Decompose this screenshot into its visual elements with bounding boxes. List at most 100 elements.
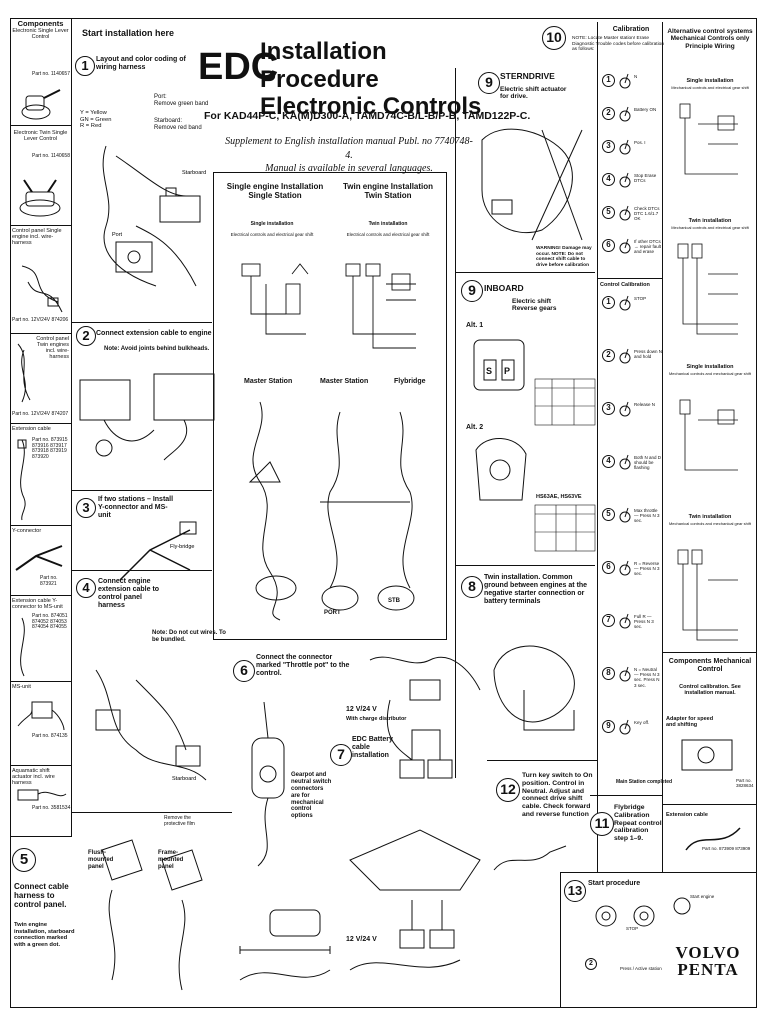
control-lever-icon	[619, 205, 631, 221]
supplement-line-1: Supplement to English installation manua…	[225, 136, 473, 161]
panel-mounting-illustration	[101, 839, 203, 991]
calibration-step-number: 7	[602, 614, 615, 627]
component-part: Part no. 873921	[40, 575, 58, 587]
component-name: MS-unit	[12, 684, 31, 690]
inboard-sub: Electric shift Reverse gears	[512, 298, 557, 313]
port-note: Port: Remove green band	[154, 94, 209, 107]
divider	[10, 836, 72, 837]
calibration-step-number: 9	[602, 720, 615, 733]
divider	[590, 795, 662, 796]
calibration-step-number: 5	[602, 508, 615, 521]
control-lever-icon	[619, 666, 631, 682]
calibration-step: 9 Key off.	[600, 718, 662, 771]
component-part: Part no. 12V/24V 874206	[12, 317, 69, 323]
sterndrive-sub: Electric shift actuator for drive.	[500, 86, 567, 101]
step-8-label: Twin installation. Common ground between…	[484, 574, 588, 606]
right-twin2-label: Twin installation	[688, 514, 732, 520]
volvo-penta-logo: VOLVO PENTA	[668, 944, 748, 978]
calibration-note: NOTE: Locate Master station! Erase Diagn…	[572, 36, 664, 53]
common-ground-illustration	[493, 645, 575, 731]
reverse-gear-alt1-illustration: S P	[473, 339, 525, 391]
component-name: Control panel Twin engines incl. wire-ha…	[36, 336, 69, 361]
component-name: Electronic Single Lever Control	[12, 27, 69, 40]
control-lever-icon	[619, 73, 631, 89]
calibration-step-number: 8	[602, 667, 615, 680]
calibration-step-text: Both N and D should be flashing	[634, 455, 662, 471]
installation-overview-box	[213, 172, 447, 640]
step-4-number: 4	[76, 578, 96, 598]
svg-text:Fly-bridge: Fly-bridge	[170, 544, 194, 550]
calibration-step-text: STOP	[634, 296, 647, 301]
control-lever-icon	[619, 507, 631, 523]
component-name: Aquamatic shift actuator incl. wire harn…	[12, 768, 55, 787]
step-12-label: Turn key switch to On position. Control …	[522, 772, 593, 819]
control-lever-icon	[619, 454, 631, 470]
calibration-step-text: R = Reverse — Press N 3 sec.	[634, 561, 660, 577]
single-sub-label: Single installation	[250, 221, 294, 227]
component-ext-cable-ms: Extension cable Y-connector to MS-unit P…	[10, 596, 71, 682]
divider	[487, 760, 597, 761]
right-single2-label: Single installation	[686, 364, 734, 370]
right-single2-sub: Mechanical controls and mechanical gear …	[668, 371, 752, 376]
remove-film-label: Remove the protective film	[164, 815, 195, 827]
station-harness-illustration	[248, 401, 415, 621]
calibration-step-number: 2	[602, 107, 615, 120]
step-4-note: Note: Do not cut wires. To be bundled.	[152, 630, 226, 643]
control-lever-icon	[619, 106, 631, 122]
step-2-label: Connect extension cable to engine	[96, 330, 212, 337]
control-lever-icon	[619, 560, 631, 576]
twin-engine-title: Twin engine Installation Twin Station	[342, 182, 434, 201]
gear-table-1	[534, 378, 596, 426]
start-procedure-illustration	[595, 897, 691, 927]
extension-cable-illustration	[20, 617, 25, 677]
component-name: Y-connector	[12, 528, 42, 534]
calibration-step-text: Key off.	[634, 720, 650, 725]
adapter-illustration	[681, 739, 733, 771]
component-part: Part no. 1140658	[32, 153, 70, 159]
step-7-label: EDC Battery cable installation	[352, 736, 393, 760]
control-lever-icon	[619, 401, 631, 417]
step-7-voltage-2: 12 V/24 V	[346, 936, 377, 943]
calibration-step: 7 Full R — Press N 3 sec.	[600, 612, 662, 665]
step-3-label: If two stations – Install Y-connector an…	[98, 496, 174, 520]
calibration-step-text: Check DTCs DTC 1.6/1.7 OK	[634, 206, 660, 222]
calibration-step: 1 STOP	[600, 294, 662, 347]
step-12-number: 12	[496, 778, 520, 802]
step-2-number: 2	[76, 326, 96, 346]
calibration-step-number: 1	[602, 296, 615, 309]
twin-sub2-label: Electrical controls and electrical gear …	[346, 232, 430, 237]
ms-unit-illustration	[17, 701, 65, 731]
step-6-label: Connect the connector marked "Throttle p…	[256, 654, 350, 678]
battery-cable-illustration	[369, 656, 481, 779]
calibration-step-text: Max throttle — Press N 3 sec.	[634, 508, 660, 524]
svg-text:P: P	[504, 366, 510, 376]
divider	[72, 570, 212, 571]
twin-lever-illustration	[19, 179, 61, 217]
start-procedure-label: Start procedure	[588, 880, 641, 887]
step-1-label: Layout and color coding of wiring harnes…	[96, 56, 186, 72]
wire-harness-illustration	[21, 265, 63, 313]
calibration-step-text: Full R — Press N 3 sec.	[634, 614, 654, 630]
divider	[72, 322, 212, 323]
start-engine-label: Start engine	[690, 894, 715, 899]
panel-dimension-illustration	[239, 909, 331, 981]
step-5-label: Connect cable harness to control panel.	[14, 882, 69, 910]
frame-mounted-label: Frame-mounted panel	[158, 850, 184, 870]
step-6-note: Gearpot and neutral switch connectors ar…	[291, 772, 332, 820]
right-twin-label: Twin installation	[688, 218, 732, 224]
supplement-note: Supplement to English installation manua…	[224, 135, 474, 176]
component-control-panel-twin: Control panel Twin engines incl. wire-ha…	[10, 334, 71, 424]
control-calibration-title: Control Calibration	[600, 282, 650, 288]
engine-connection-illustration	[79, 373, 215, 461]
component-extension-cable: Extension cable Part no. 873915 873916 8…	[10, 424, 71, 526]
component-aquamatic-shift: Aquamatic shift actuator incl. wire harn…	[10, 766, 71, 836]
component-name: Control panel Single engine incl. wire-h…	[12, 228, 62, 247]
component-name: Extension cable	[12, 426, 51, 432]
main-station-completed: Main Station completed	[616, 779, 673, 785]
step-4-label: Connect engine extension cable to contro…	[98, 578, 160, 610]
step-1-number: 1	[75, 56, 95, 76]
control-lever-icon	[619, 613, 631, 629]
